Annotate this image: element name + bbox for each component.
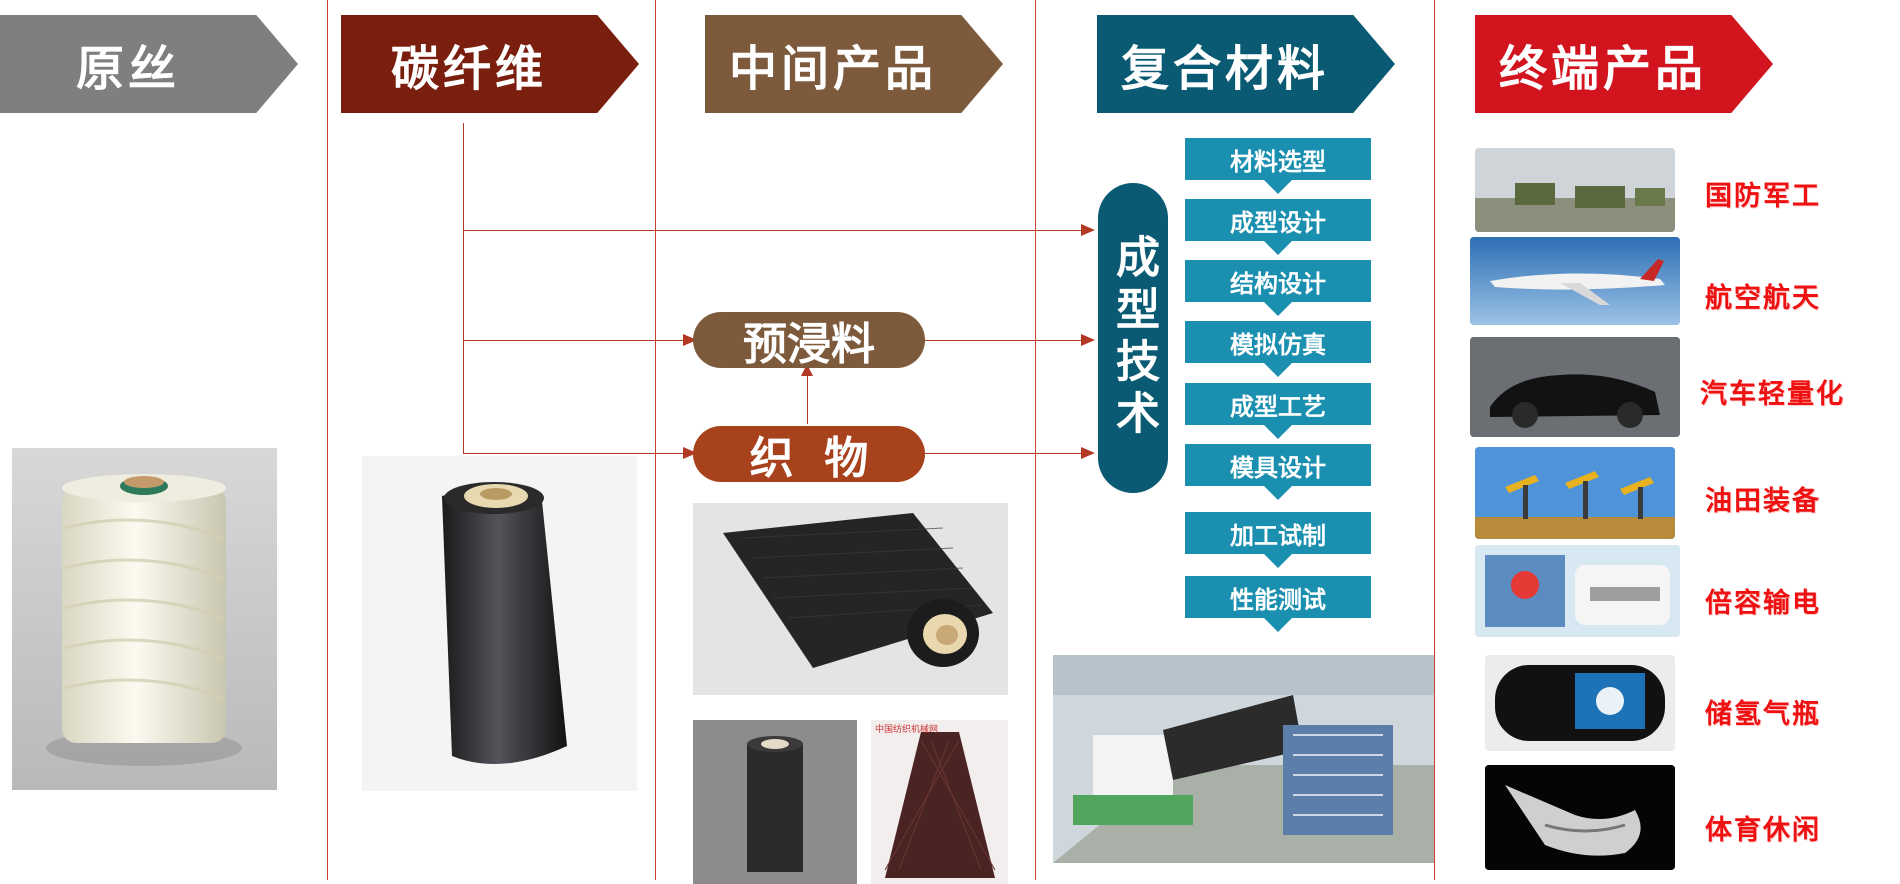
forming-technology-label: 成型技术: [1108, 234, 1159, 442]
step-mold-design: 模具设计: [1185, 444, 1371, 486]
braided-sleeve-image: 中国纺织机械网: [871, 720, 1008, 884]
connector-vertical: [463, 123, 464, 453]
step-notch: [1264, 554, 1292, 568]
step-material-selection: 材料选型: [1185, 138, 1371, 180]
product-image-hydrogen-tank: [1485, 655, 1675, 751]
header-raw-label: 原丝: [75, 41, 180, 97]
prepreg-pill: 预浸料: [693, 312, 925, 370]
header-composite: 复合材料: [1097, 15, 1395, 113]
column-divider: [1434, 0, 1435, 880]
forming-technology-pill: 成型技术: [1098, 183, 1168, 493]
raw-fiber-spool-image: [12, 448, 277, 790]
header-carbon-label: 碳纤维: [390, 41, 547, 97]
step-notch: [1264, 486, 1292, 500]
product-image-aerospace: [1470, 237, 1680, 325]
arrowhead: [1081, 334, 1095, 346]
connector-fabric-to-forming: [925, 453, 1083, 454]
column-divider: [1035, 0, 1036, 880]
carbon-tape-roll-image: [693, 720, 857, 884]
product-image-automotive: [1470, 337, 1680, 437]
header-composite-label: 复合材料: [1120, 41, 1329, 97]
step-notch: [1264, 363, 1292, 377]
connector-prepreg-to-forming: [925, 340, 1083, 341]
product-image-power-transmission: [1475, 545, 1680, 637]
product-label-power-transmission: 倍容输电: [1705, 588, 1821, 619]
connector-to-forming: [463, 230, 1083, 231]
arrowhead: [1081, 447, 1095, 459]
step-structure-design: 结构设计: [1185, 260, 1371, 302]
fabric-pill: 织 物: [693, 426, 925, 484]
header-intermediate: 中间产品: [705, 15, 1003, 113]
product-label-oilfield: 油田装备: [1705, 486, 1821, 517]
composite-winding-machine-image: [1053, 655, 1434, 863]
step-notch: [1264, 302, 1292, 316]
prepreg-label: 预浸料: [743, 319, 875, 370]
product-image-sports: [1485, 765, 1675, 870]
step-trial-production: 加工试制: [1185, 512, 1371, 554]
header-raw-fiber: 原丝: [0, 15, 298, 113]
step-forming-design: 成型设计: [1185, 199, 1371, 241]
step-simulation: 模拟仿真: [1185, 321, 1371, 363]
step-notch: [1264, 618, 1292, 632]
photo-watermark: 中国纺织机械网: [875, 725, 939, 735]
connector-to-prepreg: [463, 340, 685, 341]
step-notch: [1264, 425, 1292, 439]
column-divider: [327, 0, 328, 880]
header-intermediate-label: 中间产品: [728, 41, 937, 97]
connector-to-fabric: [463, 453, 685, 454]
step-performance-test: 性能测试: [1185, 576, 1371, 618]
product-label-military: 国防军工: [1705, 181, 1821, 212]
carbon-fabric-roll-image: [693, 503, 1008, 695]
product-label-automotive: 汽车轻量化: [1700, 379, 1845, 410]
product-image-military: [1475, 148, 1675, 232]
header-carbon-fiber: 碳纤维: [341, 15, 639, 113]
fabric-label: 织 物: [749, 433, 869, 484]
product-label-sports: 体育休闲: [1705, 815, 1821, 846]
product-label-hydrogen-tank: 储氢气瓶: [1705, 699, 1821, 730]
connector-fabric-to-prepreg: [807, 372, 808, 424]
arrowhead: [1081, 224, 1095, 236]
step-notch: [1264, 241, 1292, 255]
column-divider: [655, 0, 656, 880]
step-notch: [1264, 180, 1292, 194]
carbon-fiber-spool-image: [362, 456, 637, 791]
header-terminal-label: 终端产品: [1498, 41, 1707, 97]
header-terminal: 终端产品: [1475, 15, 1773, 113]
product-label-aerospace: 航空航天: [1705, 283, 1821, 314]
product-image-oilfield: [1475, 447, 1675, 539]
step-forming-process: 成型工艺: [1185, 383, 1371, 425]
